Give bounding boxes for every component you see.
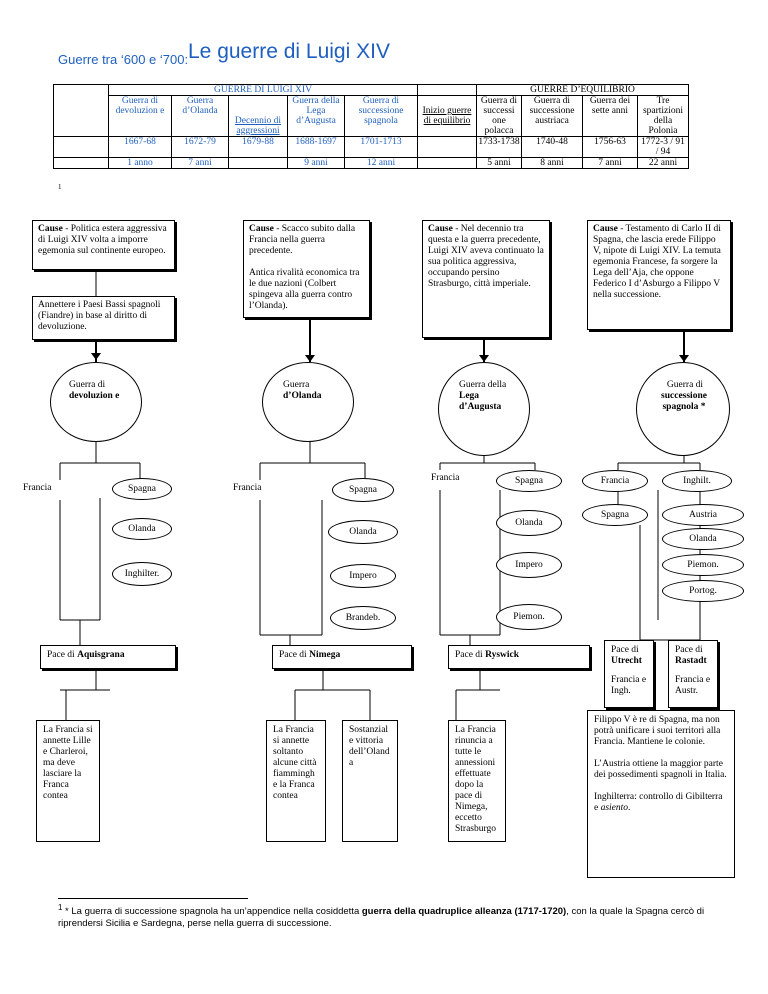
belligerent-oval: Francia — [582, 470, 648, 492]
ally-oval: Olanda — [662, 528, 744, 550]
war-name-cell: Decennio di aggressioni — [234, 116, 282, 136]
page-title: Le guerre di Luigi XIV — [188, 40, 390, 63]
belligerent-francia: Francia — [233, 483, 262, 493]
ally-oval: Austria — [662, 504, 744, 526]
footnote-ref: 1 — [58, 183, 62, 191]
cause-label: Cause — [38, 224, 63, 234]
war-name-cell: Guerra di successione austriaca — [521, 95, 583, 137]
peace-box-rastadt: Pace di Rastadt Francia e Austr. — [668, 640, 718, 708]
ally-oval: Spagna — [112, 478, 172, 500]
ally-oval: Olanda — [112, 518, 172, 540]
result-box: La Francia rinuncia a tutte le annession… — [448, 720, 506, 842]
peace-box-aquisgrana: Pace di Aquisgrana — [40, 645, 176, 669]
war-duration-cell: 7 anni — [582, 157, 638, 169]
result-box: La Francia si annette soltanto alcune ci… — [266, 720, 326, 842]
ally-oval: Inghilt. — [662, 470, 732, 492]
result-box: Filippo V è re di Spagna, ma non potrà u… — [587, 710, 735, 878]
peace-box-utrecht: Pace di Utrecht Francia e Ingh. — [604, 640, 654, 708]
war-name-cell: Inizio guerre di equilibrio — [422, 106, 472, 126]
war-duration-cell: 22 anni — [637, 157, 689, 169]
ally-oval: Piemon. — [496, 604, 562, 630]
sub-cause-box: Annettere i Paesi Bassi spagnoli (Fiandr… — [32, 296, 175, 340]
ally-oval: Spagna — [496, 470, 562, 492]
ally-oval: Portog. — [662, 580, 744, 602]
war-duration-cell: 8 anni — [521, 157, 583, 169]
peace-box-nimega: Pace di Nimega — [272, 645, 412, 669]
belligerent-francia: Francia — [23, 483, 52, 493]
cause-text: - Politica estera aggressiva di Luigi XI… — [38, 224, 167, 256]
war-name-cell: Guerra dei sette anni — [582, 95, 638, 137]
ally-oval: Olanda — [496, 510, 562, 536]
ally-oval: Piemon. — [662, 554, 744, 576]
page-subtitle: Guerre tra ‘600 e ‘700: — [58, 52, 189, 67]
peace-box-ryswick: Pace di Ryswick — [448, 645, 590, 669]
war-prefix: Guerra di — [69, 380, 106, 390]
war-name: devoluzion e — [69, 391, 120, 401]
wars-table: GUERRE DI LUIGI XIV GUERRE D’EQUILIBRIO … — [53, 84, 689, 169]
war-circle-olanda: Guerra d’Olanda — [262, 362, 354, 442]
war-circle-successione: Guerra di successione spagnola * — [636, 362, 730, 456]
ally-oval: Olanda — [328, 520, 398, 544]
war-name-cell: Tre spartizioni della Polonia — [637, 95, 689, 137]
belligerent-francia: Francia — [431, 473, 460, 483]
cause-box-spagna: Cause - Testamento di Carlo II di Spagna… — [587, 220, 731, 330]
footnote: 1 * La guerra di successione spagnola ha… — [58, 903, 705, 930]
war-circle-augusta: Guerra della Lega d’Augusta — [438, 362, 530, 456]
war-duration-cell: 7 anni — [171, 157, 229, 169]
cause-box-devoluzione: Cause - Politica estera aggressiva di Lu… — [32, 220, 175, 270]
ally-oval: Spagna — [332, 478, 394, 502]
ally-oval: Impero — [330, 564, 396, 588]
war-circle-devoluzione: Guerra di devoluzion e — [50, 362, 142, 442]
result-box: Sostanzial e vittoria dell’Oland a — [342, 720, 398, 842]
war-name-cell: Guerra della Lega d’Augusta — [287, 95, 345, 137]
cause-box-augusta: Cause - Nel decennio tra questa e la gue… — [422, 220, 550, 338]
result-box: La Francia si annette Lille e Charleroi,… — [36, 720, 100, 842]
ally-oval: Brandeb. — [330, 606, 396, 630]
ally-oval: Impero — [496, 552, 562, 578]
cause-box-olanda: Cause - Scacco subito dalla Francia nell… — [243, 220, 370, 318]
war-name-cell: Guerra di devoluzion e — [108, 95, 172, 137]
belligerent-oval: Spagna — [582, 504, 648, 526]
ally-oval: Inghilter. — [112, 562, 172, 586]
war-name-cell: Guerra d’Olanda — [171, 95, 229, 137]
war-name-cell: Guerra di successione spagnola — [344, 95, 418, 137]
footnote-divider — [58, 898, 248, 899]
